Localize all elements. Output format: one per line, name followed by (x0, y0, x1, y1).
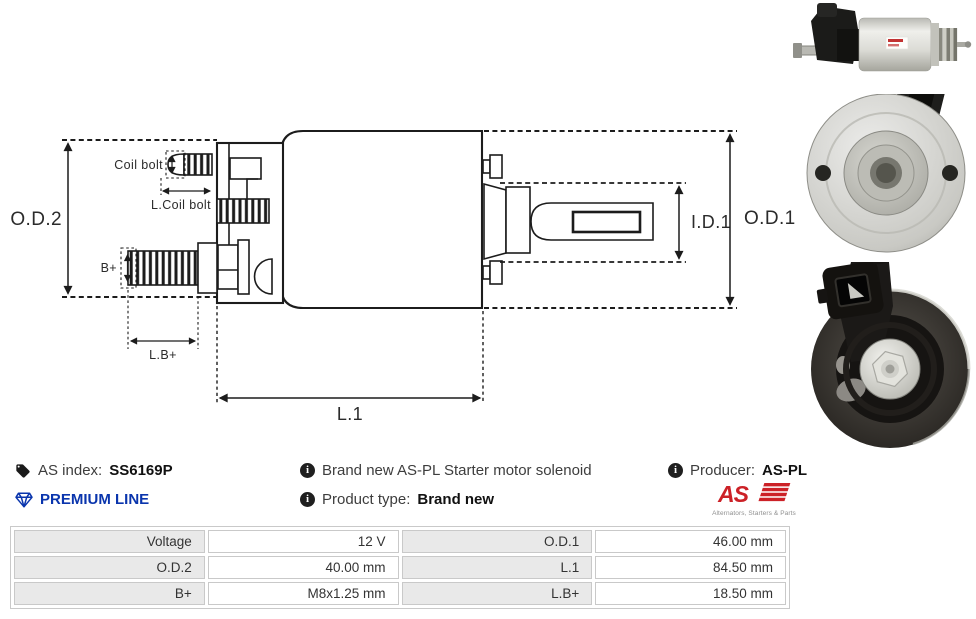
product-type-value: Brand new (417, 491, 495, 508)
as-index-value: SS6169P (109, 462, 173, 479)
plunger-assembly (482, 154, 654, 285)
producer-label: Producer: (690, 462, 756, 479)
dim-id1: I.D.1 (500, 182, 731, 263)
table-row: O.D.2 40.00 mm L.1 84.50 mm (14, 556, 786, 579)
dim-l1: L.1 (216, 306, 484, 424)
photo-side-view (793, 3, 972, 72)
logo-text: AS (717, 481, 750, 506)
product-photos (793, 2, 976, 454)
logo-subtext: Alternators, Starters & Parts (712, 510, 796, 517)
spec-value: 12 V (207, 530, 399, 553)
rear-cap (215, 141, 285, 305)
dim-label-coil-bolt: Coil bolt (114, 158, 163, 172)
as-index-label: AS index: (38, 462, 103, 479)
dim-label-od1: O.D.1 (744, 208, 796, 229)
producer-line: i Producer: AS-PL (668, 456, 807, 485)
dim-label-id1: I.D.1 (691, 212, 731, 232)
dim-label-l-coil-bolt: L.Coil bolt (151, 198, 211, 212)
spec-label: O.D.2 (14, 556, 205, 579)
producer-value: AS-PL (762, 462, 808, 479)
dim-od2: O.D.2 (10, 139, 217, 298)
info-column-description: i Brand new AS-PL Starter motor solenoid… (300, 456, 592, 514)
dim-od1: O.D.1 (484, 130, 796, 309)
spec-value: 46.00 mm (595, 530, 786, 553)
description-line: i Brand new AS-PL Starter motor solenoid (300, 456, 592, 485)
as-pl-logo: AS Alternators, Starters & Parts (712, 481, 796, 517)
product-description: Brand new AS-PL Starter motor solenoid (322, 462, 592, 479)
technical-drawing: O.D.2 Coil bolt L.Coil bolt (10, 129, 796, 424)
diamond-icon (15, 491, 33, 508)
product-type-label: Product type: (322, 491, 411, 508)
table-row: Voltage 12 V O.D.1 46.00 mm (14, 530, 786, 553)
solenoid-body-outline (279, 129, 484, 310)
as-index-line: AS index: SS6169P (15, 456, 173, 485)
dim-label-l1: L.1 (337, 404, 363, 424)
info-icon: i (668, 463, 683, 478)
info-column-index: AS index: SS6169P PREMIUM LINE (15, 456, 173, 514)
spec-value: 84.50 mm (595, 556, 786, 579)
info-column-producer: i Producer: AS-PL (668, 456, 807, 485)
b-plus-bolt: B+ L.B+ (101, 242, 218, 362)
spec-value: 40.00 mm (207, 556, 399, 579)
dim-label-l-b-plus: L.B+ (149, 348, 177, 362)
premium-line: PREMIUM LINE (15, 485, 173, 514)
spec-label: L.B+ (401, 582, 593, 605)
photo-rear-view (811, 262, 971, 448)
product-type-line: i Product type: Brand new (300, 485, 592, 514)
spec-label: L.1 (401, 556, 593, 579)
dim-label-b-plus: B+ (101, 261, 117, 275)
as-pl-logo-mark: AS (717, 481, 791, 507)
dim-label-od2: O.D.2 (10, 209, 62, 230)
spec-label: O.D.1 (401, 530, 593, 553)
spec-value: M8x1.25 mm (207, 582, 399, 605)
spec-label: Voltage (14, 530, 205, 553)
coil-bolt: Coil bolt L.Coil bolt (114, 150, 213, 212)
photo-front-view (806, 94, 966, 253)
table-row: B+ M8x1.25 mm L.B+ 18.50 mm (14, 582, 786, 605)
spec-label: B+ (14, 582, 205, 605)
tag-icon (16, 463, 30, 478)
info-icon: i (300, 492, 315, 507)
info-icon: i (300, 463, 315, 478)
spec-table: Voltage 12 V O.D.1 46.00 mm O.D.2 40.00 … (10, 526, 790, 609)
spec-value: 18.50 mm (595, 582, 786, 605)
premium-line-label: PREMIUM LINE (40, 491, 150, 508)
